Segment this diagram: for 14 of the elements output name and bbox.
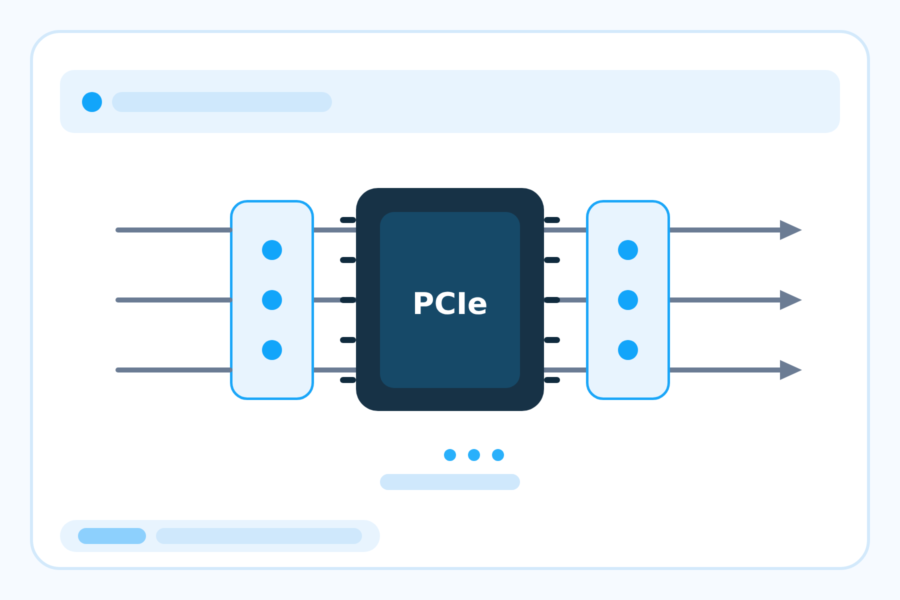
connector-line: [314, 368, 356, 372]
chip-label: PCIe: [412, 288, 488, 321]
connector-line: [116, 298, 232, 302]
chip: [356, 188, 544, 411]
lane-block: [230, 200, 314, 400]
connector-line: [116, 368, 232, 372]
arrow: [670, 290, 802, 310]
connector-line: [544, 368, 586, 372]
connector-line: [116, 228, 232, 232]
connector-line: [544, 228, 586, 232]
connector-line: [314, 228, 356, 232]
arrow: [670, 360, 802, 380]
lane-block: [586, 200, 670, 400]
arrow: [670, 220, 802, 240]
